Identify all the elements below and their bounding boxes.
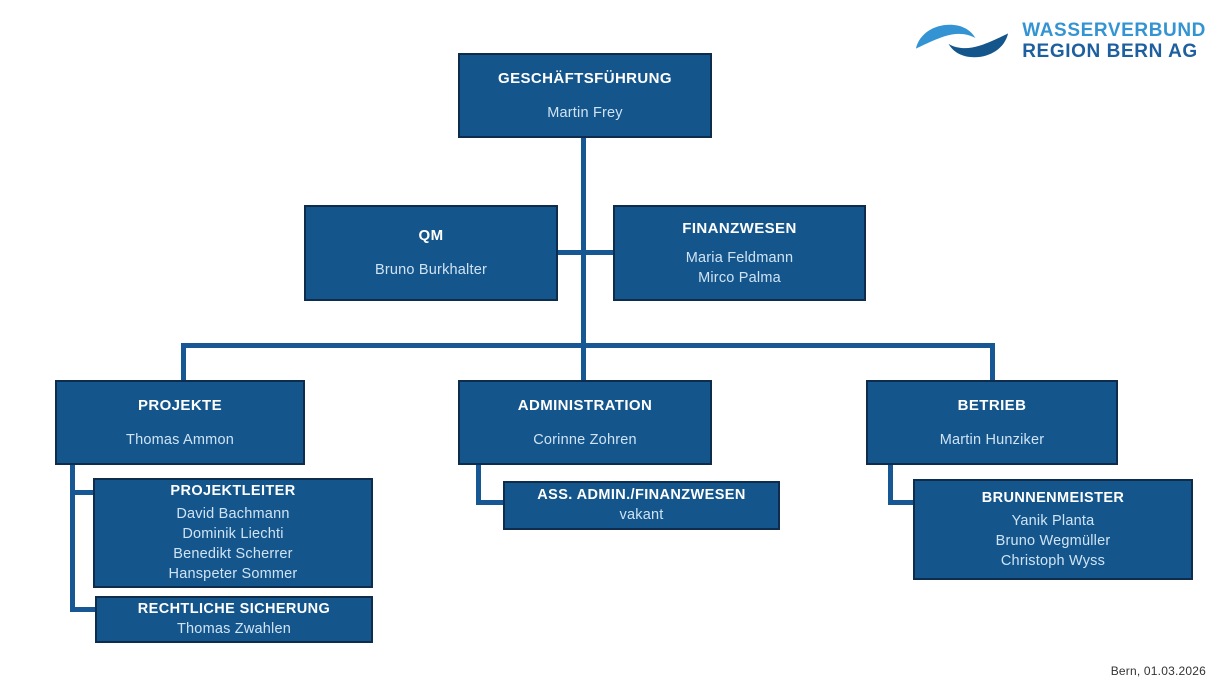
- node-name: Hanspeter Sommer: [168, 566, 298, 582]
- node-geschaeftsfuehrung: GESCHÄFTSFÜHRUNG Martin Frey: [458, 53, 712, 138]
- date-stamp: Bern, 01.03.2026: [1110, 664, 1206, 678]
- node-finanzwesen: FINANZWESEN Maria Feldmann Mirco Palma: [613, 205, 866, 301]
- node-name: Bruno Wegmüller: [995, 532, 1111, 549]
- node-name: Mirco Palma: [698, 269, 781, 286]
- connector-drop-administration: [581, 343, 586, 380]
- connector-projekte-sub-vertical: [70, 463, 75, 612]
- connector-distribution-line: [181, 343, 995, 348]
- connector-drop-betrieb: [990, 343, 995, 380]
- company-logo: WASSERVERBUND REGION BERN AG: [914, 18, 1206, 64]
- node-name-list: Yanik Planta Bruno Wegmüller Christoph W…: [996, 511, 1111, 571]
- node-title: BRUNNENMEISTER: [981, 489, 1125, 506]
- connector-to-ass-admin: [476, 500, 503, 505]
- node-name: Thomas Ammon: [126, 431, 234, 448]
- node-brunnenmeister: BRUNNENMEISTER Yanik Planta Bruno Wegmül…: [913, 479, 1193, 580]
- node-name: Martin Hunziker: [939, 431, 1045, 448]
- connector-gf-vertical: [581, 138, 586, 347]
- logo-text-line2: REGION BERN AG: [1022, 41, 1198, 62]
- node-name: Benedikt Scherrer: [173, 546, 293, 562]
- node-title: GESCHÄFTSFÜHRUNG: [498, 69, 672, 87]
- connector-administration-sub-vertical: [476, 463, 481, 505]
- node-name: Christoph Wyss: [1000, 552, 1106, 569]
- logo-text-line1: WASSERVERBUND: [1022, 20, 1206, 41]
- node-name: Maria Feldmann: [685, 249, 794, 266]
- node-qm: QM Bruno Burkhalter: [304, 205, 558, 301]
- node-name: vakant: [619, 507, 664, 523]
- node-title: ADMINISTRATION: [517, 396, 653, 414]
- node-name-list: Maria Feldmann Mirco Palma: [686, 248, 794, 288]
- connector-betrieb-sub-vertical: [888, 463, 893, 505]
- node-title: PROJEKTLEITER: [170, 483, 296, 499]
- connector-qm-finanzwesen: [556, 250, 616, 255]
- node-betrieb: BETRIEB Martin Hunziker: [866, 380, 1118, 465]
- logo-text: WASSERVERBUND REGION BERN AG: [1022, 20, 1206, 62]
- node-title: PROJEKTE: [137, 396, 223, 414]
- node-ass-admin-finanzwesen: ASS. ADMIN./FINANZWESEN vakant: [503, 481, 780, 530]
- node-title: QM: [418, 227, 444, 244]
- node-title: FINANZWESEN: [682, 219, 797, 237]
- node-projektleiter: PROJEKTLEITER David Bachmann Dominik Lie…: [93, 478, 373, 588]
- node-title: ASS. ADMIN./FINANZWESEN: [537, 487, 746, 503]
- node-name: Thomas Zwahlen: [176, 621, 291, 637]
- node-name: Dominik Liechti: [182, 526, 284, 542]
- node-name: David Bachmann: [176, 506, 290, 522]
- node-name: Corinne Zohren: [533, 431, 637, 448]
- node-name-list: David Bachmann Dominik Liechti Benedikt …: [169, 504, 298, 584]
- connector-to-projektleiter: [70, 490, 93, 495]
- node-name: Yanik Planta: [1011, 512, 1095, 529]
- node-administration: ADMINISTRATION Corinne Zohren: [458, 380, 712, 465]
- connector-to-rechtliche-sicherung: [70, 607, 95, 612]
- node-projekte: PROJEKTE Thomas Ammon: [55, 380, 305, 465]
- node-name: Martin Frey: [547, 104, 623, 121]
- connector-drop-projekte: [181, 343, 186, 380]
- connector-to-brunnenmeister: [888, 500, 913, 505]
- node-rechtliche-sicherung: RECHTLICHE SICHERUNG Thomas Zwahlen: [95, 596, 373, 643]
- node-title: BETRIEB: [957, 396, 1027, 414]
- node-title: RECHTLICHE SICHERUNG: [137, 601, 331, 617]
- node-name: Bruno Burkhalter: [374, 262, 487, 278]
- wave-logo-icon: [916, 24, 1009, 58]
